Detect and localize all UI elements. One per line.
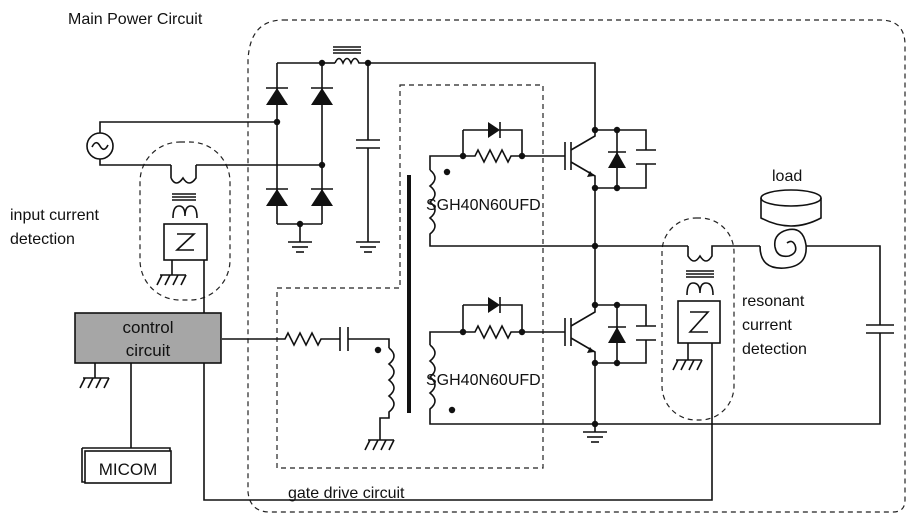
bridge-ground-icon <box>288 241 312 253</box>
load-pot-icon <box>760 189 822 227</box>
upper-gate-network <box>429 122 541 170</box>
upper-gate-transformer-winding <box>428 168 595 247</box>
resonant-detection-label-line1: resonant <box>742 293 805 310</box>
igbt-lower-part-number: SGH40N60UFD <box>426 372 541 389</box>
control-circuit-label-line2: circuit <box>126 341 171 360</box>
input-current-detection-label-line1: input current <box>10 207 99 224</box>
main-power-circuit-label: Main Power Circuit <box>68 11 203 28</box>
resonant-detection-sensor <box>677 300 721 344</box>
control-ground-icon <box>79 377 110 389</box>
gate-drive-primary <box>222 327 395 440</box>
gate-drive-ground-icon <box>364 439 395 451</box>
gate-drive-boundary <box>276 84 544 469</box>
lower-gate-transformer-winding <box>428 344 595 425</box>
micom-box <box>81 447 172 484</box>
input-detection-boundary <box>139 141 231 301</box>
control-circuit-label-line1: control <box>122 318 173 337</box>
igbt-upper-part-number: SGH40N60UFD <box>426 197 541 214</box>
micom-label: MICOM <box>99 460 158 479</box>
resonant-sensor-ground-icon <box>672 359 703 371</box>
igbt-upper <box>541 129 656 189</box>
input-sensor-ground-icon <box>156 274 187 286</box>
control-circuit-box <box>74 312 222 364</box>
ac-source <box>86 132 114 160</box>
resonant-ct-primary <box>686 245 760 296</box>
gate-drive-circuit-label: gate drive circuit <box>288 485 405 502</box>
bridge-rectifier <box>266 62 333 225</box>
input-current-detection-label-line2: detection <box>10 231 75 248</box>
ac-wire-bottom <box>99 159 322 166</box>
load-label: load <box>772 168 802 185</box>
input-ct-primary <box>170 165 198 219</box>
filter-inductor <box>322 46 368 65</box>
ac-wire-top <box>99 121 277 133</box>
lower-igbt-ground-icon <box>583 431 607 443</box>
resonant-detection-label-line3: detection <box>742 341 807 358</box>
dc-cap-ground-icon <box>356 241 380 253</box>
igbt-lower <box>541 304 656 364</box>
resonant-detection-boundary <box>661 217 735 421</box>
resonant-detection-label-line2: current <box>742 317 792 334</box>
load-coil-icon <box>759 228 881 325</box>
input-detection-sensor <box>163 223 208 261</box>
lower-gate-network <box>429 297 541 345</box>
main-power-circuit-boundary <box>247 19 906 513</box>
